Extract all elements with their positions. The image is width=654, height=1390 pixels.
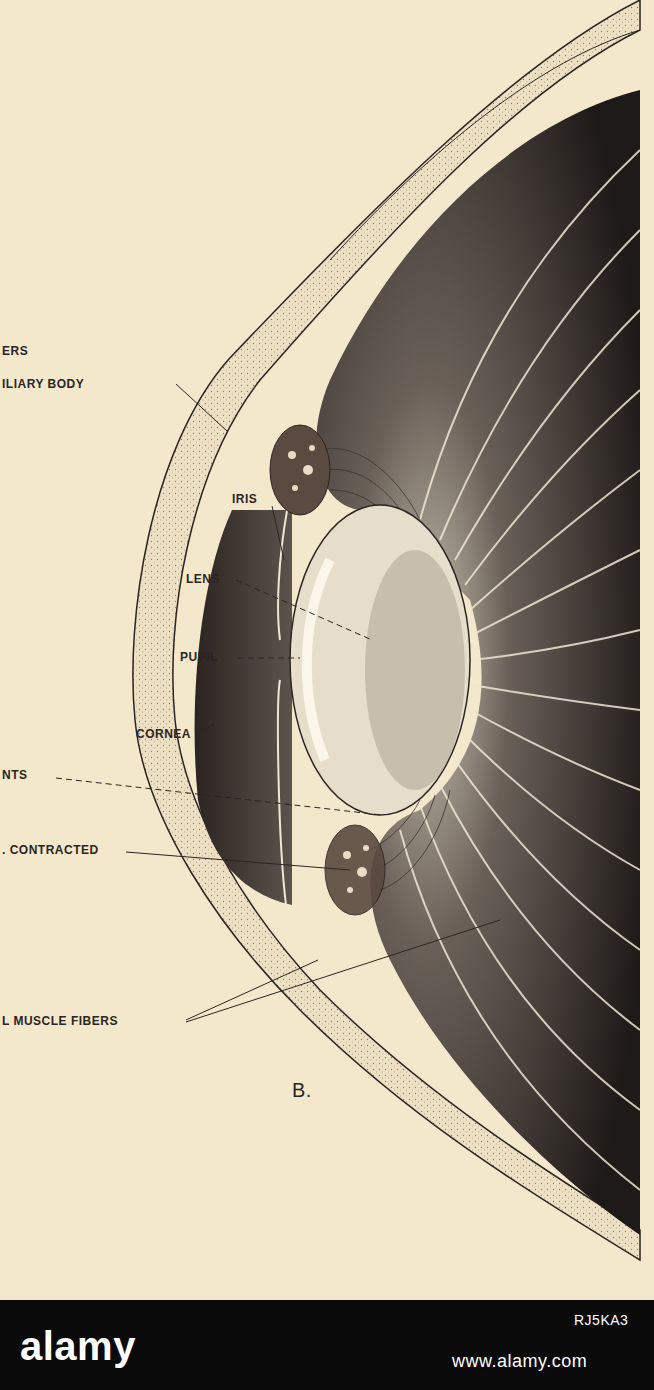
part-label: . CONTRACTED — [2, 843, 99, 857]
part-label: PUPIL — [180, 650, 218, 664]
leader-lines — [56, 384, 500, 1022]
lens-highlight — [307, 560, 330, 760]
watermark-bar — [0, 1300, 654, 1390]
lens — [290, 505, 470, 815]
lens-shade — [365, 550, 465, 790]
ciliary-body — [325, 825, 385, 915]
watermark-logo: alamy — [20, 1322, 136, 1370]
part-label: NTS — [2, 768, 28, 782]
watermark-id: RJ5KA3 — [574, 1312, 628, 1329]
ciliary-mottle — [343, 845, 369, 893]
part-label: IRIS — [232, 492, 257, 506]
part-label: CORNEA — [136, 727, 191, 741]
iris-lines — [278, 505, 288, 905]
part-label: LENS — [186, 572, 220, 586]
part-label: ILIARY BODY — [2, 377, 84, 391]
part-label: ERS — [2, 344, 28, 358]
figure-letter: B. — [292, 1078, 312, 1102]
part-label: L MUSCLE FIBERS — [2, 1014, 118, 1028]
sclera-cornea — [133, 0, 640, 1260]
watermark-url: www.alamy.com — [452, 1350, 587, 1372]
ciliary-body — [270, 425, 330, 515]
